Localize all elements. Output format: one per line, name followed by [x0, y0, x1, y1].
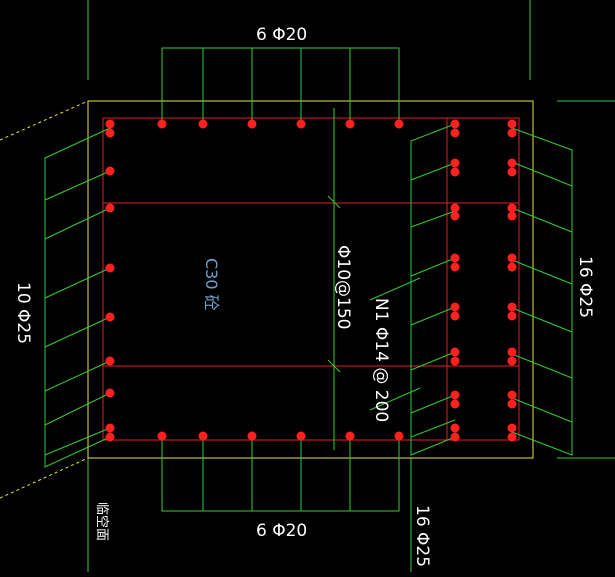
rebar-left-6 [105, 312, 115, 322]
rebar-right-outer-13 [507, 390, 517, 400]
rebar-right-inner-2 [450, 128, 460, 138]
stirrup-leader [327, 108, 341, 450]
rebar-top-6 [394, 119, 404, 129]
section-outline [87, 100, 534, 459]
rebar-right-outer-11 [507, 347, 517, 357]
concrete-label: C30 砼 [202, 258, 221, 311]
left-bars-label: 10 Φ25 [13, 282, 33, 344]
rebar-right-outer-14 [507, 399, 517, 409]
rebar-right-inner-4 [450, 167, 460, 177]
rebar-left-7 [105, 356, 115, 366]
rebar-bottom-2 [198, 431, 208, 441]
outer-right-bar-leaders [511, 127, 573, 456]
rebar-right-outer-15 [507, 423, 517, 433]
left-bar-leaders [44, 127, 111, 468]
rebar-right-outer-12 [507, 356, 517, 366]
right-bars-label: 16 Φ25 [575, 256, 595, 318]
rebar-bottom-4 [296, 431, 306, 441]
rebar-left-5 [105, 263, 115, 273]
rebar-right-inner-1 [450, 119, 460, 129]
rebar-right-inner-12 [450, 356, 460, 366]
rebar-right-outer-1 [507, 119, 517, 129]
bottom-bar-leaders [161, 436, 400, 512]
stirrup-label: Φ10@150 [333, 245, 353, 329]
rebar-right-outer-8 [507, 262, 517, 272]
rebar-right-outer-5 [507, 203, 517, 213]
rebar-right-inner-7 [450, 253, 460, 263]
rebar-right-inner-16 [450, 432, 460, 442]
rebar-top-2 [198, 119, 208, 129]
rebar-left-9 [105, 423, 115, 433]
rebar-right-outer-9 [507, 302, 517, 312]
rebar-right-outer-4 [507, 167, 517, 177]
rebar-right-inner-9 [450, 302, 460, 312]
rebar-right-outer-16 [507, 432, 517, 442]
bottom-bars-label: 6 Φ20 [256, 521, 307, 541]
top-bar-leaders [161, 47, 400, 124]
rebar-bottom-3 [247, 431, 257, 441]
rebar-right-inner-13 [450, 390, 460, 400]
rebar-right-outer-10 [507, 311, 517, 321]
tie-label: N1 Φ14 @ 200 [371, 298, 391, 422]
rebar-left-8 [105, 388, 115, 398]
rebar-right-inner-15 [450, 423, 460, 433]
boundary-label: 临空面 [94, 502, 109, 541]
rebar-bottom-1 [157, 431, 167, 441]
rebar-left-1 [105, 119, 115, 129]
rebar-right-inner-3 [450, 158, 460, 168]
rebar-top-1 [157, 119, 167, 129]
tie-leader [369, 277, 421, 411]
rebar-right-outer-6 [507, 211, 517, 221]
rebar-bottom-5 [345, 431, 355, 441]
rebar-right-outer-3 [507, 158, 517, 168]
rebar-left-3 [105, 166, 115, 176]
rebar-right-inner-6 [450, 211, 460, 221]
right-bottom-bars-label: 16 Φ25 [412, 505, 432, 567]
rebar-dots [105, 119, 517, 442]
construction-lines [87, 0, 615, 572]
rebar-right-outer-2 [507, 128, 517, 138]
rebar-bottom-6 [394, 431, 404, 441]
inner-right-bar-leaders [410, 123, 456, 456]
rebar-right-inner-10 [450, 311, 460, 321]
rebar-right-outer-7 [507, 253, 517, 263]
rebar-right-inner-8 [450, 262, 460, 272]
rebar-right-inner-5 [450, 203, 460, 213]
boundary-dashes [0, 100, 89, 499]
rebar-right-inner-14 [450, 399, 460, 409]
rebar-right-inner-11 [450, 347, 460, 357]
rebar-top-5 [345, 119, 355, 129]
main-reinforcement [102, 117, 520, 441]
rebar-top-3 [247, 119, 257, 129]
rebar-left-2 [105, 128, 115, 138]
rebar-top-4 [296, 119, 306, 129]
rebar-left-10 [105, 432, 115, 442]
top-bars-label: 6 Φ20 [256, 25, 307, 45]
rebar-left-4 [105, 203, 115, 213]
